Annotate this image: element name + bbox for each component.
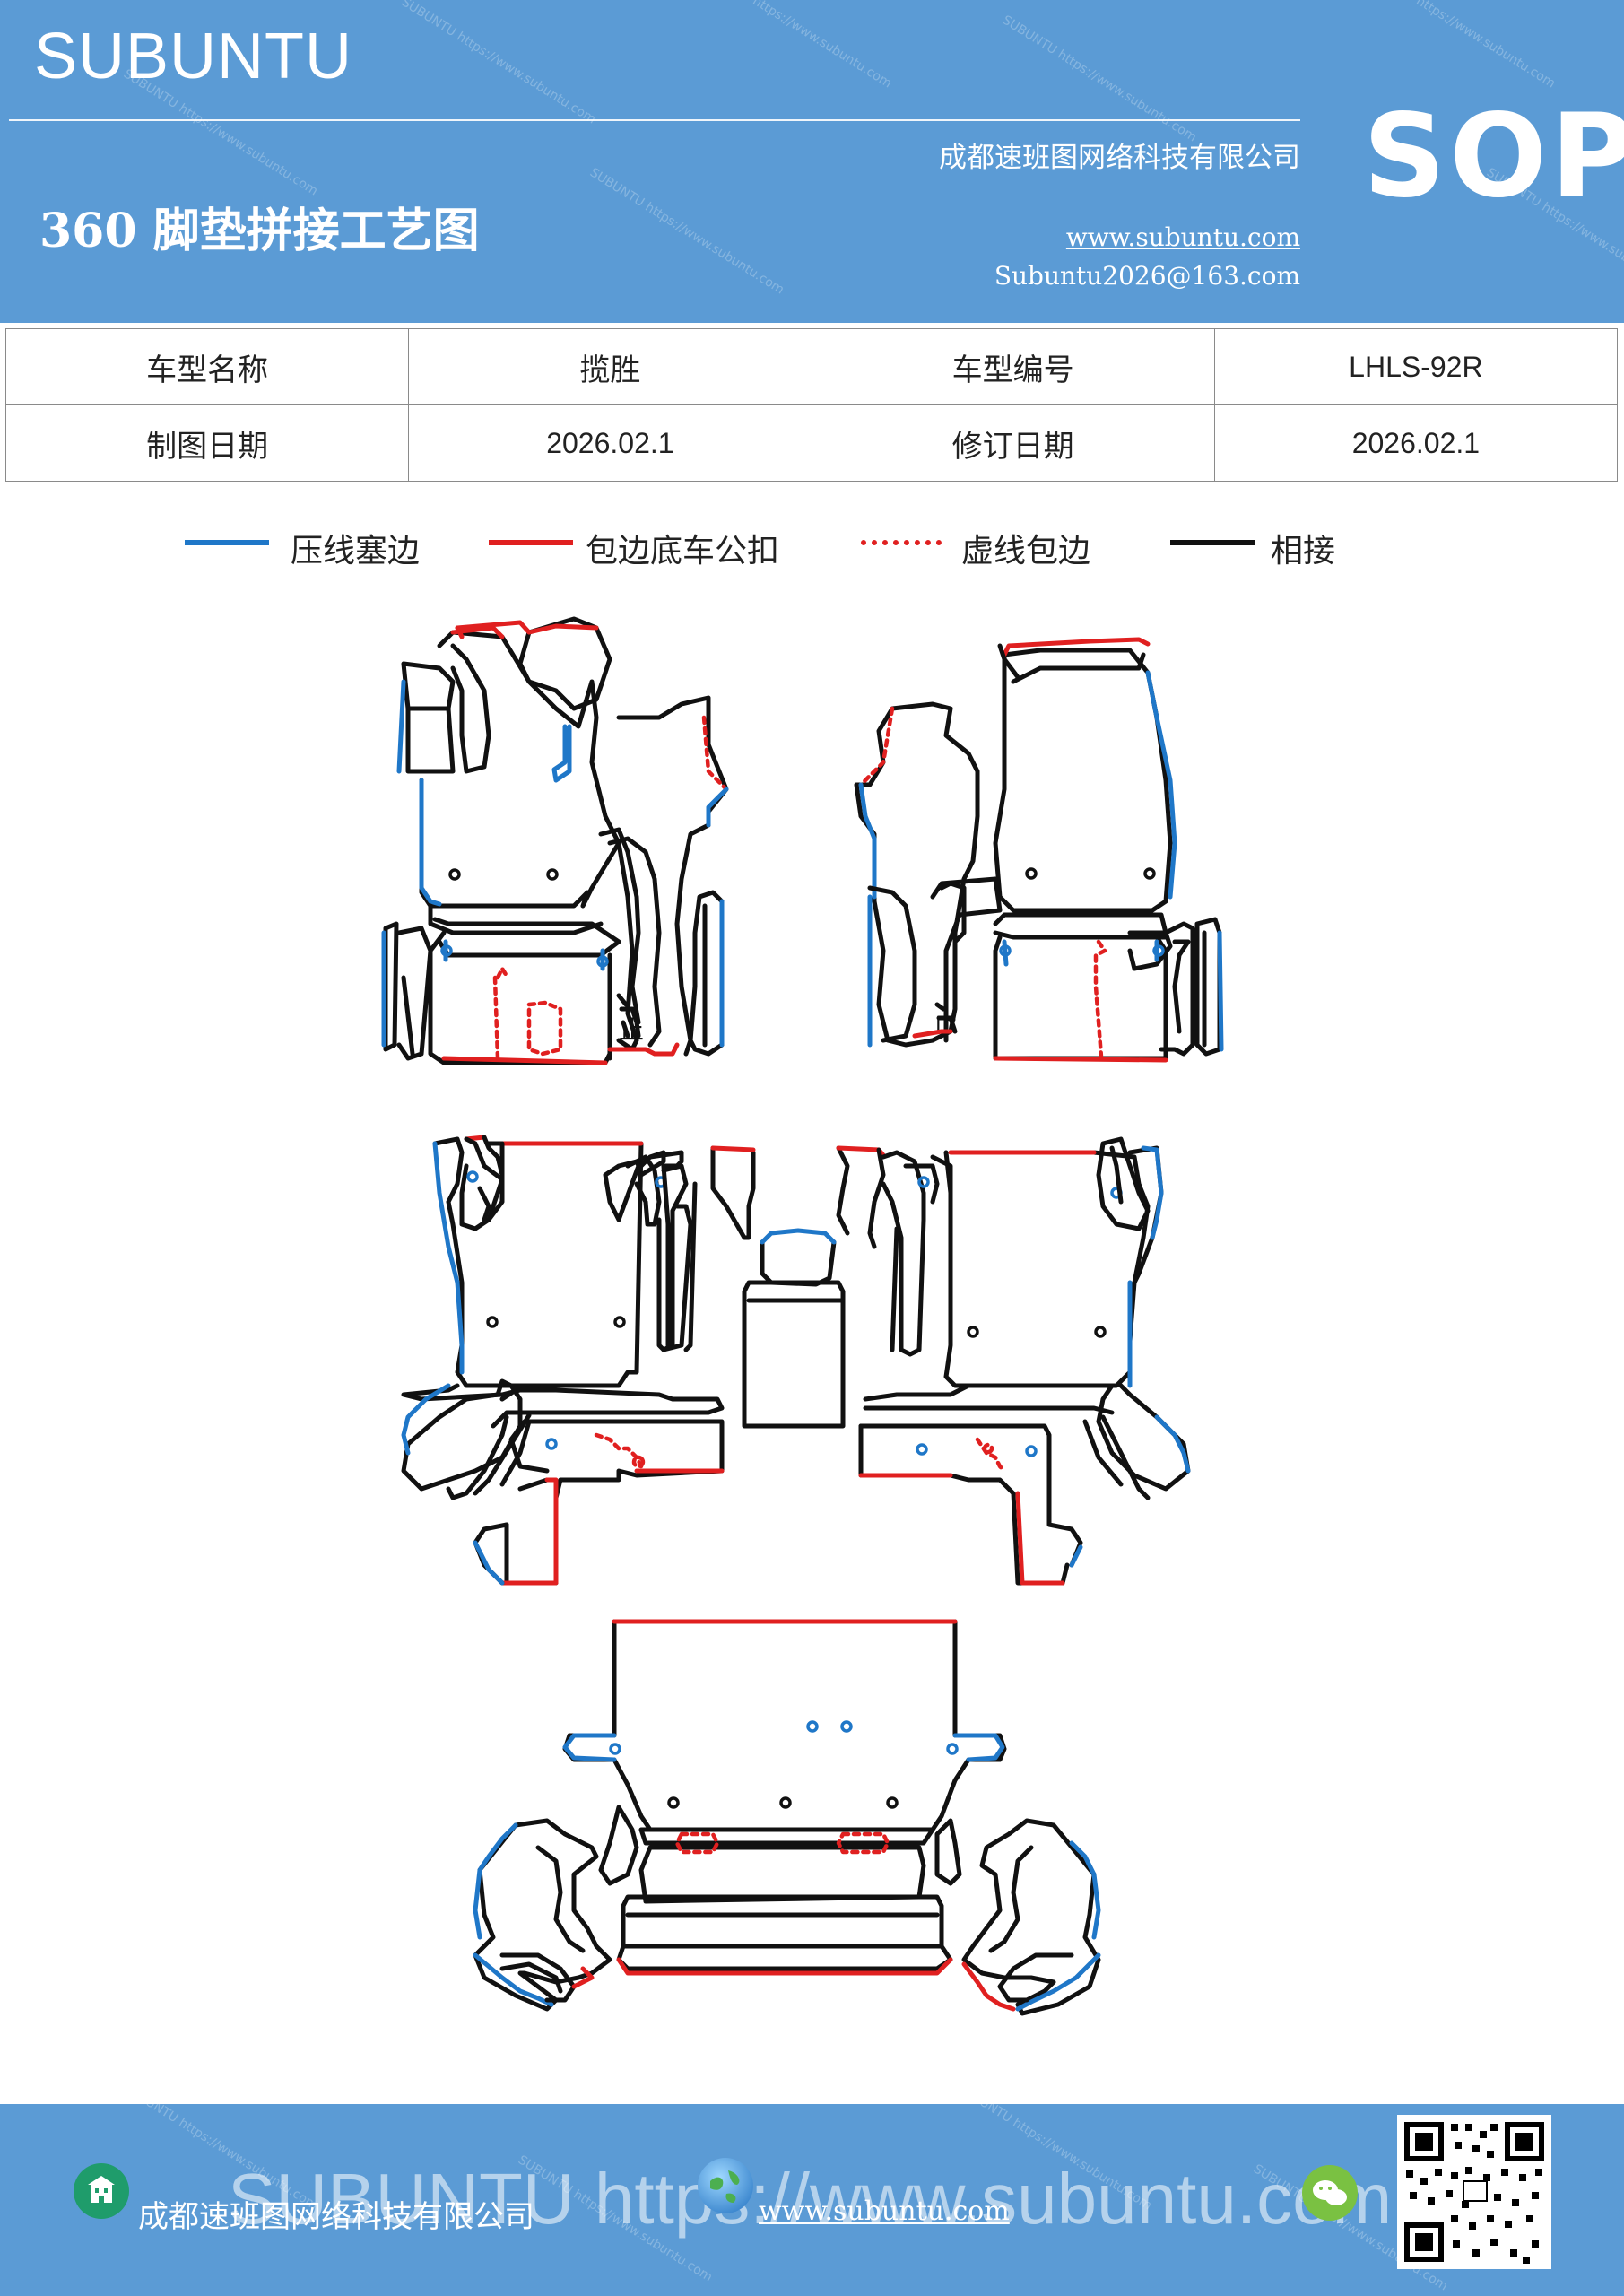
wechat-icon: [1302, 2165, 1358, 2221]
middle-left-mat-group: [401, 1135, 756, 1586]
qr-code: [1397, 2115, 1551, 2269]
table-cell: 2026.02.1: [408, 404, 812, 482]
legend-label: 压线塞边: [291, 533, 421, 570]
legend-item: 相接: [1170, 525, 1350, 570]
info-table: 车型名称 揽胜 车型编号 LHLS-92R 制图日期 2026.02.1 修订日…: [4, 328, 1619, 482]
footer-watermark-large: SUBUNTU https://www.subuntu.com: [228, 2159, 1393, 2239]
legend-label: 相接: [1271, 533, 1336, 570]
legend-item: 虚线包边: [861, 525, 1112, 570]
table-cell: 2026.02.1: [1213, 404, 1619, 482]
company-name: 成都速班图网络科技有限公司: [939, 142, 1300, 174]
middle-center-tunnel-group: [742, 1228, 846, 1429]
footer-banner: SUBUNTU https://www.subuntu.com SUBUNTU …: [0, 2104, 1624, 2296]
stop-label: 止: [619, 1015, 644, 1045]
legend-swatch-blue: [185, 540, 269, 545]
building-icon: [74, 2163, 129, 2219]
footer-company-name: 成都速班图网络科技有限公司: [138, 2199, 534, 2235]
legend-swatch-black: [1170, 540, 1255, 545]
table-cell: 修订日期: [811, 404, 1215, 482]
table-row: 车型名称 揽胜 车型编号 LHLS-92R: [4, 328, 1619, 405]
legend-swatch-red: [489, 540, 573, 545]
globe-icon: [698, 2158, 753, 2213]
website-link[interactable]: www.subuntu.com: [1065, 222, 1300, 252]
front-right-mat-group: 止: [854, 637, 1224, 1063]
brand-name: SUBUNTU: [34, 21, 353, 92]
table-cell: 车型名称: [4, 328, 410, 405]
legend-label: 虚线包边: [961, 533, 1091, 570]
rear-mat-group: [473, 1619, 1101, 2016]
header-divider: [9, 119, 1300, 121]
sop-badge: SOP: [1363, 90, 1624, 223]
table-cell: 车型编号: [811, 328, 1215, 405]
front-left-mat-group: 止: [381, 616, 729, 1065]
middle-right-mat-group: [836, 1136, 1191, 1586]
legend-item: 包边底车公扣: [489, 525, 794, 570]
header-banner: SUBUNTU https://www.subuntu.com SUBUNTU …: [0, 0, 1624, 323]
page-title: 360 脚垫拼接工艺图: [39, 204, 480, 258]
footer-website-link[interactable]: www.subuntu.com: [759, 2196, 1010, 2227]
table-cell: 揽胜: [408, 328, 812, 405]
contact-email[interactable]: Subuntu2026@163.com: [994, 261, 1300, 291]
legend-item: 压线塞边: [185, 525, 421, 570]
table-row: 制图日期 2026.02.1 修订日期 2026.02.1: [4, 404, 1619, 482]
legend-swatch-red-dotted: [861, 540, 942, 545]
table-cell: 制图日期: [4, 404, 410, 482]
table-cell: LHLS-92R: [1213, 328, 1619, 405]
legend-label: 包边底车公扣: [586, 533, 780, 570]
